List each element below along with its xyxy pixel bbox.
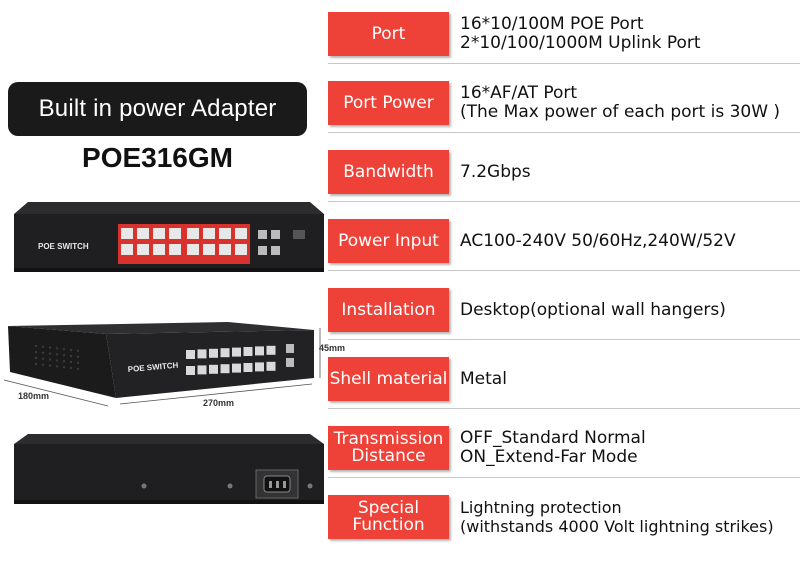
spec-value-line: 7.2Gbps (460, 161, 531, 182)
spec-label-line: Distance (351, 446, 426, 466)
angle-label: POE SWITCH (127, 361, 178, 374)
spec-value: 16*AF/AT Port(The Max power of each port… (460, 81, 780, 125)
spec-label-line: Special (357, 498, 420, 518)
depth-dimension: 180mm (18, 391, 50, 401)
spec-value: AC100-240V 50/60Hz,240W/52V (460, 219, 736, 263)
spec-label: Bandwidth (328, 150, 449, 194)
spec-label: Port (328, 12, 449, 56)
spec-value-line: 16*AF/AT Port (460, 83, 578, 103)
spec-value-line: 2*10/100/1000M Uplink Port (460, 33, 701, 53)
spec-label: Power Input (328, 219, 449, 263)
spec-row: Bandwidth 7.2Gbps (328, 139, 800, 194)
spec-row: Shell material Metal (328, 346, 800, 401)
spec-label: Installation (328, 288, 449, 332)
row-separator (328, 339, 800, 340)
row-separator (328, 408, 800, 409)
spec-value-line: AC100-240V 50/60Hz,240W/52V (460, 230, 736, 251)
spec-label-line: Bandwidth (343, 161, 434, 182)
spec-label-line: Port (371, 23, 406, 44)
switch-front-view: POE SWITCH (14, 202, 324, 272)
spec-row: Installation Desktop(optional wall hanger… (328, 277, 800, 332)
product-visual-panel: Built in power Adapter POE316GM POE SWIT… (0, 0, 345, 569)
spec-label-line: Function (352, 515, 425, 535)
switch-angle-view: POE SWITCH (3, 322, 321, 407)
spec-value-line: Metal (460, 368, 507, 389)
spec-label-line: Shell material (329, 368, 448, 389)
model-name: POE316GM (82, 142, 233, 173)
spec-value-line: 16*10/100M POE Port (460, 14, 644, 34)
row-separator (328, 132, 800, 133)
spec-value: Lightning protection(withstands 4000 Vol… (460, 495, 774, 539)
row-separator (328, 63, 800, 64)
row-separator (328, 201, 800, 202)
spec-value: Desktop(optional wall hangers) (460, 288, 726, 332)
spec-value-line: Desktop(optional wall hangers) (460, 299, 726, 320)
spec-value-line: Lightning protection (460, 498, 622, 517)
power-adapter-banner: Built in power Adapter (8, 82, 307, 136)
spec-value-line: (The Max power of each port is 30W ) (460, 102, 781, 122)
spec-value: 7.2Gbps (460, 150, 531, 194)
spec-value: Metal (460, 357, 507, 401)
height-dimension: 45mm (319, 343, 346, 353)
spec-label-line: Power Input (338, 230, 439, 251)
spec-value-line: OFF_Standard Normal (460, 428, 646, 448)
spec-row: Port Power 16*AF/AT Port(The Max power of… (328, 70, 800, 125)
spec-value-line: ON_Extend-Far Mode (460, 447, 638, 467)
row-separator (328, 477, 800, 478)
spec-label-line: Installation (341, 299, 436, 320)
spec-value-line: (withstands 4000 Volt lightning strikes) (460, 517, 774, 536)
row-separator (328, 270, 800, 271)
width-dimension: 270mm (203, 398, 235, 408)
spec-label-line: Port Power (343, 92, 434, 113)
spec-label: Port Power (328, 81, 449, 125)
spec-label-line: Transmission (333, 429, 444, 449)
switch-rear-view (14, 434, 324, 504)
front-label: POE SWITCH (38, 242, 89, 251)
spec-label: Shell material (328, 357, 449, 401)
spec-row: Power Input AC100-240V 50/60Hz,240W/52V (328, 208, 800, 263)
